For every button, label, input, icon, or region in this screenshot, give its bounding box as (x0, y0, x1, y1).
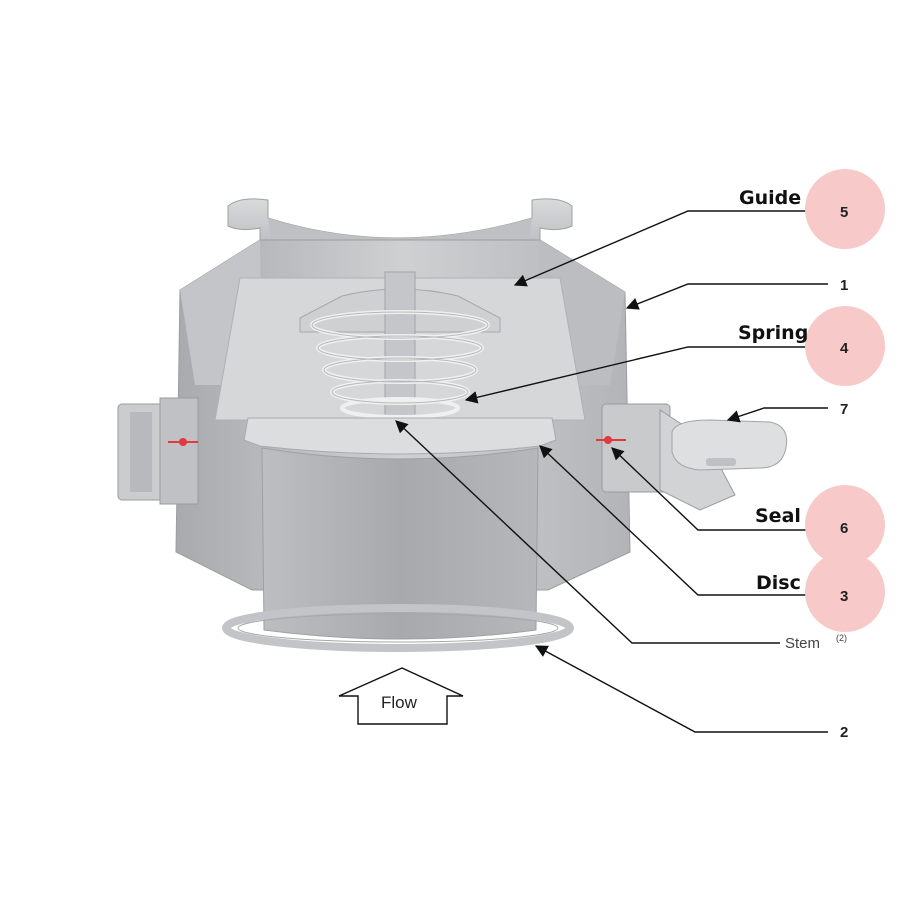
leader-clamp (726, 407, 828, 423)
inlet-bore (261, 447, 539, 640)
leader-stem (395, 420, 780, 644)
label-disc: Disc (756, 572, 801, 594)
badge-guide (805, 169, 885, 249)
leader-spring (464, 346, 828, 404)
number-guide: 5 (840, 204, 848, 221)
leader-body (625, 283, 828, 310)
flow-arrow: Flow (338, 667, 464, 725)
clamp-handle (671, 419, 788, 471)
flow-arrow-shape (338, 667, 464, 725)
badge-disc (805, 552, 885, 632)
leader-disc (539, 445, 828, 596)
badge-spring (805, 306, 885, 386)
inlet-flange (222, 604, 574, 652)
number-body: 1 (840, 277, 848, 294)
number-seal: 6 (840, 520, 848, 537)
label-spring: Spring (738, 322, 808, 344)
disc-part (243, 417, 557, 455)
left-clamp (117, 397, 199, 505)
label-stem-note: (2) (836, 633, 847, 643)
label-guide: Guide (739, 187, 801, 209)
number-disc: 3 (840, 588, 848, 605)
leader-guide (513, 210, 828, 287)
seal-marks (168, 436, 626, 446)
valve-illustration (117, 198, 788, 652)
leader-inlet (534, 645, 828, 733)
label-seal: Seal (755, 505, 801, 527)
number-badges (805, 169, 885, 632)
number-clamp: 7 (840, 401, 848, 418)
leader-lines (395, 210, 828, 733)
label-stem: Stem (785, 635, 820, 652)
badge-seal (805, 485, 885, 565)
number-inlet: 2 (840, 724, 848, 741)
flow-label: Flow (381, 693, 418, 712)
leader-seal (611, 447, 828, 531)
number-spring: 4 (840, 340, 849, 357)
right-clamp (601, 403, 788, 511)
